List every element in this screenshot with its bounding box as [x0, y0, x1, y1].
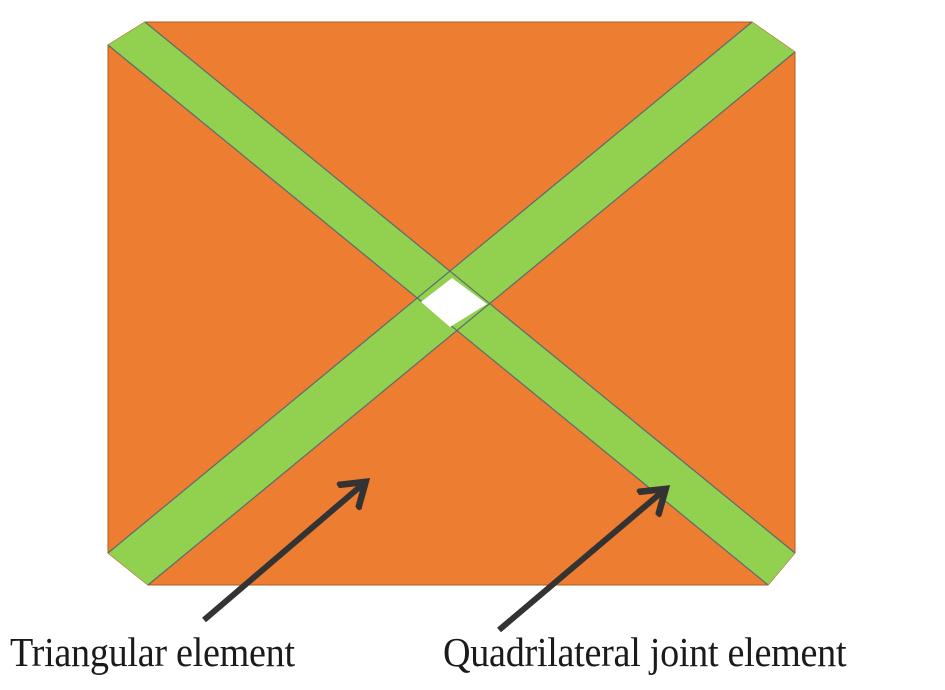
quadrilateral-joint-element-label: Quadrilateral joint element	[443, 629, 847, 675]
center-gap	[421, 278, 487, 327]
arrow-quadrilateral-joint-element	[497, 492, 662, 633]
arrow-triangular-element	[202, 485, 362, 623]
triangular-element-label: Triangular element	[10, 629, 295, 675]
